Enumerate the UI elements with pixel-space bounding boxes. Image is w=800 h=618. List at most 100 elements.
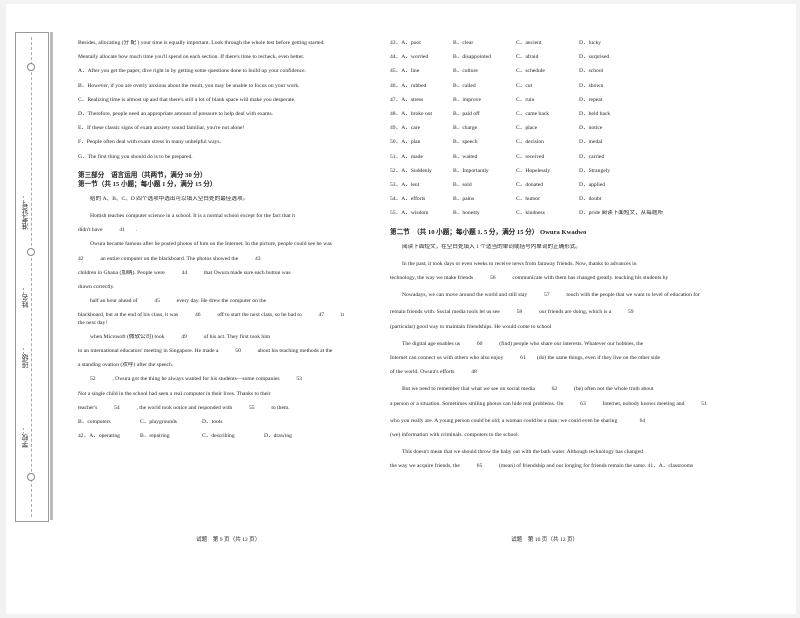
passage-line: the way we acquire friends, the 65 (mean… bbox=[390, 463, 694, 470]
option: 45．A．line bbox=[390, 68, 420, 75]
option: C．came back bbox=[516, 111, 550, 118]
paragraph-line: Mentally allocate how much time you'll s… bbox=[78, 54, 305, 61]
option: D．drawing bbox=[264, 433, 292, 440]
option: D．tools bbox=[202, 419, 223, 426]
passage-line: technology, the way we make friends 56 c… bbox=[390, 275, 669, 282]
option-g: G．The first thing you should do is to be… bbox=[78, 153, 193, 160]
label-school: 学校： bbox=[21, 427, 29, 449]
option: D．lucky bbox=[579, 40, 602, 46]
option: C．donated bbox=[516, 182, 544, 189]
option: C．Hopelessly bbox=[516, 167, 551, 174]
option: D．doubt bbox=[579, 196, 602, 203]
option: B．speech bbox=[453, 139, 478, 146]
option-row: 55．A．wisdom B．honesty C．kindness D．pride… bbox=[390, 210, 720, 217]
option: B．waited bbox=[453, 153, 478, 160]
passage-line: a standing ovation (欢呼) after the speech… bbox=[78, 362, 174, 369]
label-exam-number: 准考证号： bbox=[21, 195, 29, 231]
section1-instruction: 给的 A、B、C、D 四个选项中选出可以填入空白处的最佳选项。 bbox=[90, 195, 249, 202]
option-b: B．However, if you are overly anxious abo… bbox=[78, 82, 300, 89]
passage-line: drawn correctly. bbox=[78, 284, 115, 291]
option: C．received bbox=[516, 153, 545, 160]
part3-title: 第三部分 语言运用（共两节，满分 30 分） bbox=[78, 171, 207, 179]
passage-line: half an hour ahead of 45 every day. He d… bbox=[90, 298, 267, 305]
option: 43．A．poor bbox=[390, 40, 422, 46]
option-c: C．Realizing time is almost up and that t… bbox=[78, 96, 296, 103]
option-row: 43．A．poor B．clear C．ancient D．lucky bbox=[390, 40, 720, 47]
option: B．Importantly bbox=[453, 167, 489, 174]
page-footer-right: 试题 第 10 页（共 12 页） bbox=[511, 537, 579, 543]
option-row: 50．A．plan B．speech C．decision D．medal bbox=[390, 139, 720, 146]
passage-line: of the world. Owura's efforts 48 bbox=[390, 369, 477, 376]
option-a: A．After you get the paper, dive right in… bbox=[78, 68, 306, 75]
passage-line: In the past, it took days or even weeks … bbox=[402, 260, 637, 267]
option: D．applied bbox=[579, 182, 606, 189]
passage-line: This doesn't mean that we should throw t… bbox=[402, 449, 643, 456]
cut-line bbox=[31, 37, 32, 517]
passage-line: But we need to remember that what we see… bbox=[402, 386, 654, 393]
option: C．place bbox=[516, 125, 538, 132]
section2-author: Owura Kwadwo bbox=[540, 228, 587, 236]
label-class: 班级： bbox=[21, 347, 29, 369]
option: C．describing bbox=[202, 433, 235, 440]
passage-line: who you really are. A young person could… bbox=[390, 417, 646, 424]
passage-line: The digital age enables us 60 (find) peo… bbox=[402, 340, 644, 347]
binding-hole bbox=[27, 473, 35, 481]
option: 46．A．rubbed bbox=[390, 82, 427, 89]
option: 53．A．lent bbox=[390, 182, 420, 189]
binding-margin: 准考证号： 姓名： 班级： 学校： bbox=[15, 32, 49, 522]
passage-line: 52 , Owura got the thing he always wante… bbox=[90, 376, 302, 383]
passage-line: Not a single child in the school had see… bbox=[78, 390, 271, 397]
option: B．sold bbox=[453, 182, 472, 189]
option: 48．A．broke out bbox=[390, 111, 433, 118]
option-row: 45．A．line B．culture C．schedule D．school bbox=[390, 68, 720, 75]
right-column: 43．A．poor B．clear C．ancient D．lucky 44．A… bbox=[390, 40, 720, 471]
section2-title: 第二节 （共 10 小题；每小题 1. 5 分，满分 15 分） Owura K… bbox=[390, 228, 720, 237]
option-row: 52．A．Suddenly B．Importantly C．Hopelessly… bbox=[390, 168, 720, 175]
passage-line: when Microsoft (微软公司) took 49 of his act… bbox=[90, 333, 271, 340]
option: C．playgrounds bbox=[140, 419, 177, 426]
option: 49．A．care bbox=[390, 125, 421, 132]
option: D．repeat bbox=[579, 96, 603, 103]
page-footer-left: 试题 第 9 页（共 12 页） bbox=[196, 537, 261, 543]
passage-line: Internet can connect us with others who … bbox=[390, 355, 660, 362]
option: D．pride 阅读下面短文，从每题所 bbox=[579, 210, 664, 217]
binding-hole bbox=[27, 248, 35, 256]
passage-line: (we) information with criminals. compute… bbox=[390, 432, 520, 439]
left-column: Besides, allocating (分 配 ) your time is … bbox=[78, 40, 388, 440]
option: D．shown bbox=[579, 82, 604, 89]
option: B．repairing bbox=[140, 433, 170, 440]
option: B．improve bbox=[453, 96, 481, 103]
option-row: 46．A．rubbed B．called C．cut D．shown bbox=[390, 83, 720, 90]
option-row: 49．A．care B．charge C．place D．notice bbox=[390, 125, 720, 132]
option-row: B．computers C．playgrounds D．tools bbox=[78, 419, 388, 426]
option: C．humor bbox=[516, 196, 540, 203]
binding-hole bbox=[27, 63, 35, 71]
option: C．schedule bbox=[516, 68, 545, 75]
option: B．disappointed bbox=[453, 54, 491, 61]
option: D．Strangely bbox=[579, 167, 611, 174]
passage-line: (particular) good way to maintain friend… bbox=[390, 323, 552, 330]
option: C．ancient bbox=[516, 40, 542, 46]
option: D．surprised bbox=[579, 54, 610, 61]
option: 47．A．stress bbox=[390, 96, 424, 103]
option: B．paid off bbox=[453, 111, 480, 118]
passage-line: remain friends with. Social media tools … bbox=[390, 309, 634, 316]
option: D．held back bbox=[579, 111, 611, 118]
passage-line: Owura became famous after he posted phot… bbox=[90, 241, 332, 248]
option: C．cut bbox=[516, 82, 533, 89]
option: C．decision bbox=[516, 139, 544, 146]
option: B．called bbox=[453, 82, 476, 89]
section1-title: 第一节（共 15 小题；每小题 1 分，满分 15 分） bbox=[78, 180, 217, 188]
passage-line: 42 an entire computer on the blackboard.… bbox=[78, 255, 261, 262]
paragraph-line: Besides, allocating (分 配 ) your time is … bbox=[78, 40, 325, 46]
option-row: 51．A．made B．waited C．received D．carried bbox=[390, 154, 720, 161]
option: 51．A．made bbox=[390, 153, 423, 160]
passage-line: Nowadays, we can move around the world a… bbox=[402, 292, 700, 299]
option: B．clear bbox=[453, 40, 474, 46]
option: B．charge bbox=[453, 125, 478, 132]
passage-line: the next day! bbox=[78, 319, 108, 326]
option: B．culture bbox=[453, 68, 478, 75]
option-e: E．If these classic signs of exam anxiety… bbox=[78, 125, 245, 132]
option-row: 44．A．worried B．disappointed C．afraid D．s… bbox=[390, 54, 720, 61]
option: C．afraid bbox=[516, 54, 539, 61]
